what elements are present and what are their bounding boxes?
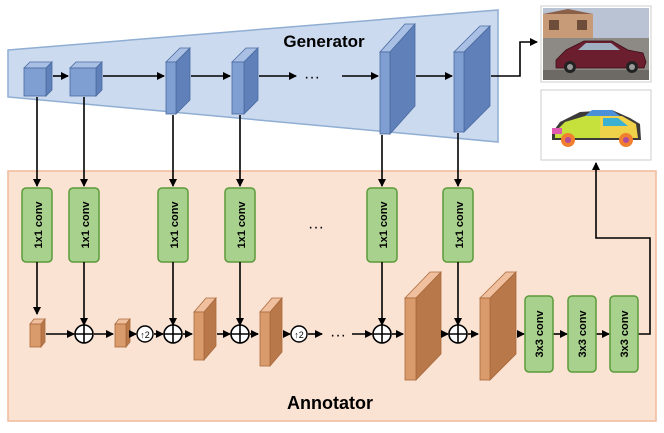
- conv1x1-block: 1x1 conv: [366, 187, 398, 263]
- generator-ellipsis: ···: [304, 69, 320, 86]
- sum-node: [372, 324, 392, 344]
- generator-title: Generator: [283, 32, 365, 51]
- conv3x3-label: 3x3 conv: [619, 310, 631, 358]
- conv3x3-block: 3x3 conv: [567, 295, 597, 373]
- annotator-arrows: [46, 162, 651, 338]
- annotator-panel: [7, 170, 657, 422]
- tap-arrows: [33, 97, 462, 187]
- car-segmentation-image: [540, 89, 652, 161]
- feature-block: [193, 296, 217, 362]
- conv1x1-block: 1x1 conv: [442, 187, 474, 263]
- feature-cube: [379, 22, 416, 136]
- conv1x1-blocks: 1x1 conv 1x1 conv 1x1 conv 1x1 conv 1x1 …: [21, 187, 474, 263]
- sum-node: [230, 324, 250, 344]
- conv1x1-label: 1x1 conv: [80, 201, 92, 249]
- conv3x3-block: 3x3 conv: [609, 295, 639, 373]
- conv1x1-label: 1x1 conv: [454, 201, 466, 249]
- sum-nodes: [74, 324, 468, 344]
- feature-block: [479, 271, 517, 381]
- conv3x3-label: 3x3 conv: [534, 310, 546, 358]
- generator-arrows: [53, 38, 538, 80]
- upsample-label: ↑2: [294, 330, 304, 340]
- conv1x1-label: 1x1 conv: [236, 201, 248, 249]
- conv1x1-block: 1x1 conv: [224, 187, 256, 263]
- feature-block: [114, 317, 131, 349]
- conv1x1-block: 1x1 conv: [21, 187, 53, 263]
- sum-node: [448, 324, 468, 344]
- conv3x3-label: 3x3 conv: [577, 310, 589, 358]
- feature-cube: [23, 61, 53, 97]
- conv1x1-label: 1x1 conv: [169, 201, 181, 249]
- sum-node: [163, 324, 183, 344]
- conv-down-arrows: [33, 262, 462, 326]
- conv1x1-block: 1x1 conv: [157, 187, 189, 263]
- conv1x1-label: 1x1 conv: [33, 201, 45, 249]
- feature-block: [404, 271, 442, 381]
- conv1x1-label: 1x1 conv: [378, 201, 390, 249]
- car-photo-image: [540, 5, 652, 83]
- annotator-ellipsis: ···: [330, 327, 346, 344]
- feature-block: [29, 317, 46, 349]
- conv1x1-block: 1x1 conv: [68, 187, 100, 263]
- upsample-node: ↑2: [290, 325, 308, 343]
- sum-node: [74, 324, 94, 344]
- feature-cube: [69, 61, 103, 97]
- upsample-node: ↑2: [136, 325, 154, 343]
- feature-cube: [165, 47, 191, 115]
- feature-cube: [453, 25, 491, 133]
- feature-block: [259, 296, 283, 368]
- upsample-label: ↑2: [140, 330, 150, 340]
- generator-feature-maps: [23, 22, 491, 136]
- annotator-feature-maps: [29, 271, 517, 381]
- conv-ellipsis: ···: [308, 219, 324, 236]
- upsample-nodes: ↑2 ↑2: [136, 325, 308, 343]
- annotator-title: Annotator: [287, 393, 373, 413]
- conv3x3-blocks: 3x3 conv 3x3 conv 3x3 conv: [524, 295, 639, 373]
- feature-cube: [231, 47, 259, 115]
- conv3x3-block: 3x3 conv: [524, 295, 554, 373]
